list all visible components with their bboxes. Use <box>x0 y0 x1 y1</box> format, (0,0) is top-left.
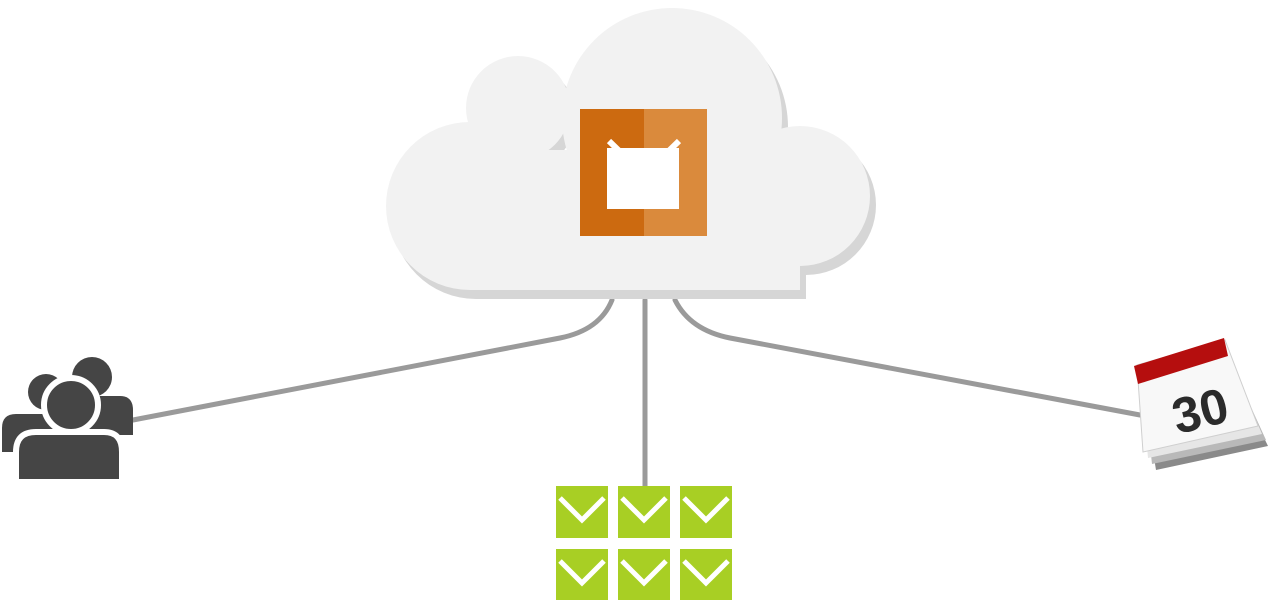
calendar-day: 30 <box>1166 377 1234 445</box>
envelope-icon <box>580 109 707 236</box>
users-group-icon <box>2 357 133 485</box>
mailbox-envelope-icon <box>556 486 608 538</box>
connectors <box>130 297 1143 493</box>
mailbox-envelope-icon <box>680 486 732 538</box>
envelope-grid-icon <box>556 486 732 600</box>
mailbox-envelope-icon <box>618 549 670 600</box>
mailbox-envelope-icon <box>680 549 732 600</box>
mailbox-envelope-icon <box>618 486 670 538</box>
connector-calendar <box>672 297 1143 418</box>
mailbox-envelope-icon <box>556 549 608 600</box>
connector-users <box>130 297 615 423</box>
calendar-icon: 30 <box>1134 338 1268 470</box>
